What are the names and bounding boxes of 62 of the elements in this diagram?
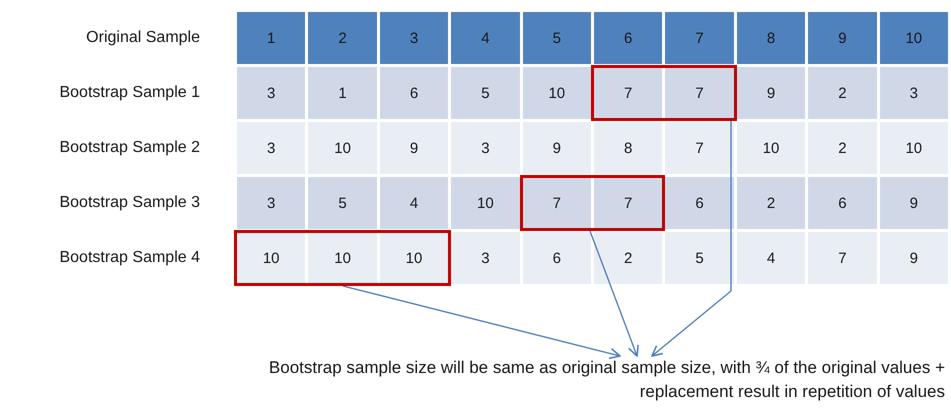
table-cell: 10	[308, 122, 377, 174]
table-cell: 3	[237, 177, 306, 229]
table-cell: 9	[380, 122, 448, 174]
row-header: Bootstrap Sample 3	[58, 193, 200, 213]
table-cell: 6	[522, 232, 591, 284]
table-cell: 4	[380, 177, 448, 229]
table-cell: 7	[665, 122, 734, 174]
header-cell: 3	[380, 12, 448, 64]
highlight-box	[234, 230, 452, 286]
table-cell: 7	[665, 67, 734, 119]
arrow	[589, 230, 639, 357]
table-cell: 8	[594, 122, 662, 174]
table-cell: 10	[880, 122, 948, 174]
row-header: Bootstrap Sample 2	[58, 138, 200, 158]
table-cell: 9	[522, 122, 591, 174]
header-cell: 7	[665, 12, 734, 64]
table-cell: 2	[808, 67, 877, 119]
arrow	[342, 285, 621, 360]
header-cell: 5	[522, 12, 591, 64]
arrow	[651, 121, 732, 357]
table-cell: 5	[451, 67, 520, 119]
table-cell: 3	[451, 232, 520, 284]
table-cell: 3	[451, 122, 520, 174]
table-cell: 3	[880, 67, 948, 119]
table-cell: 7	[522, 177, 591, 229]
header-cell: 1	[237, 12, 306, 64]
table-cell: 3	[237, 67, 306, 119]
table-cell: 4	[736, 232, 806, 284]
caption-text: Bootstrap sample size will be same as original sample size, with ¾ of the original values + replacement result in repetition of values	[225, 356, 945, 404]
table-cell: 9	[880, 177, 948, 229]
table-cell: 1	[308, 67, 377, 119]
table-cell: 2	[736, 177, 806, 229]
header-cell: 10	[880, 12, 948, 64]
row-header: Bootstrap Sample 4	[58, 248, 200, 268]
table-cell: 2	[808, 122, 877, 174]
highlight-box	[591, 65, 737, 121]
table-cell: 6	[380, 67, 448, 119]
table-cell: 2	[594, 232, 662, 284]
table-cell: 10	[522, 67, 591, 119]
table-cell: 10	[380, 232, 448, 284]
table-cell: 10	[451, 177, 520, 229]
header-cell: 9	[808, 12, 877, 64]
table-cell: 7	[594, 67, 662, 119]
table-cell: 9	[736, 67, 806, 119]
table-cell: 6	[808, 177, 877, 229]
row-header: Original Sample	[85, 28, 200, 48]
header-cell: 2	[308, 12, 377, 64]
header-cell: 6	[594, 12, 662, 64]
header-cell: 8	[736, 12, 806, 64]
table-cell: 10	[308, 232, 377, 284]
table-cell: 7	[808, 232, 877, 284]
table-cell: 5	[308, 177, 377, 229]
table-cell: 7	[594, 177, 662, 229]
row-header: Bootstrap Sample 1	[58, 83, 200, 103]
table-cell: 5	[665, 232, 734, 284]
table-cell: 3	[237, 122, 306, 174]
header-cell: 4	[451, 12, 520, 64]
table-cell: 9	[880, 232, 948, 284]
table-cell: 10	[736, 122, 806, 174]
table-cell: 6	[665, 177, 734, 229]
table-cell: 10	[237, 232, 306, 284]
highlight-box	[520, 175, 666, 231]
